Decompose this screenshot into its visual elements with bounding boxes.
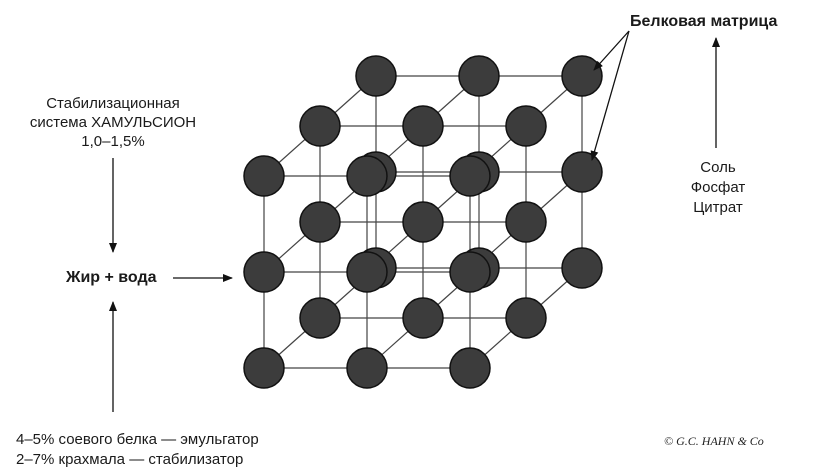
protein-matrix-label: Белковая матрица <box>630 13 778 30</box>
lattice-nodes <box>243 55 603 389</box>
stabilization-system-label: Стабилизационная система ХАМУЛЬСИОН 1,0–… <box>18 94 208 151</box>
lattice-node <box>299 297 341 339</box>
lattice-node <box>449 251 491 293</box>
lattice-node <box>561 55 603 97</box>
lattice-node <box>243 251 285 293</box>
lattice-node <box>402 297 444 339</box>
lattice-node <box>402 105 444 147</box>
lattice-node <box>346 155 388 197</box>
lattice-node <box>355 55 397 97</box>
soy-protein-label: 4–5% соевого белка — эмульгатор <box>16 431 259 448</box>
lattice-node <box>299 201 341 243</box>
lattice-node <box>402 201 444 243</box>
lattice-node <box>505 297 547 339</box>
lattice-node <box>561 247 603 289</box>
starch-label: 2–7% крахмала — стабилизатор <box>16 451 244 468</box>
fat-water-label: Жир + вода <box>66 269 157 286</box>
stabilization-line-2: система ХАМУЛЬСИОН <box>29 114 197 131</box>
protein-matrix-arrow-1 <box>593 30 630 71</box>
protein-matrix-arrow-2 <box>590 30 630 161</box>
lattice-node <box>243 155 285 197</box>
lattice-node <box>458 55 500 97</box>
salts-label: Соль Фосфат Цитрат <box>670 158 766 218</box>
lattice-node <box>346 251 388 293</box>
stabilization-line-3: 1,0–1,5% <box>81 133 145 150</box>
copyright-notice: © G.C. HAHN & Co <box>664 434 764 448</box>
lattice-node <box>299 105 341 147</box>
citrate-label: Цитрат <box>693 199 743 216</box>
lattice-node <box>505 201 547 243</box>
lattice-node <box>243 347 285 389</box>
lattice-node <box>346 347 388 389</box>
stabilization-line-1: Стабилизационная <box>46 95 180 112</box>
lattice-node <box>449 347 491 389</box>
phosphate-label: Фосфат <box>690 179 746 196</box>
salt-label: Соль <box>700 159 736 176</box>
lattice-node <box>561 151 603 193</box>
lattice-node <box>505 105 547 147</box>
lattice-node <box>449 155 491 197</box>
